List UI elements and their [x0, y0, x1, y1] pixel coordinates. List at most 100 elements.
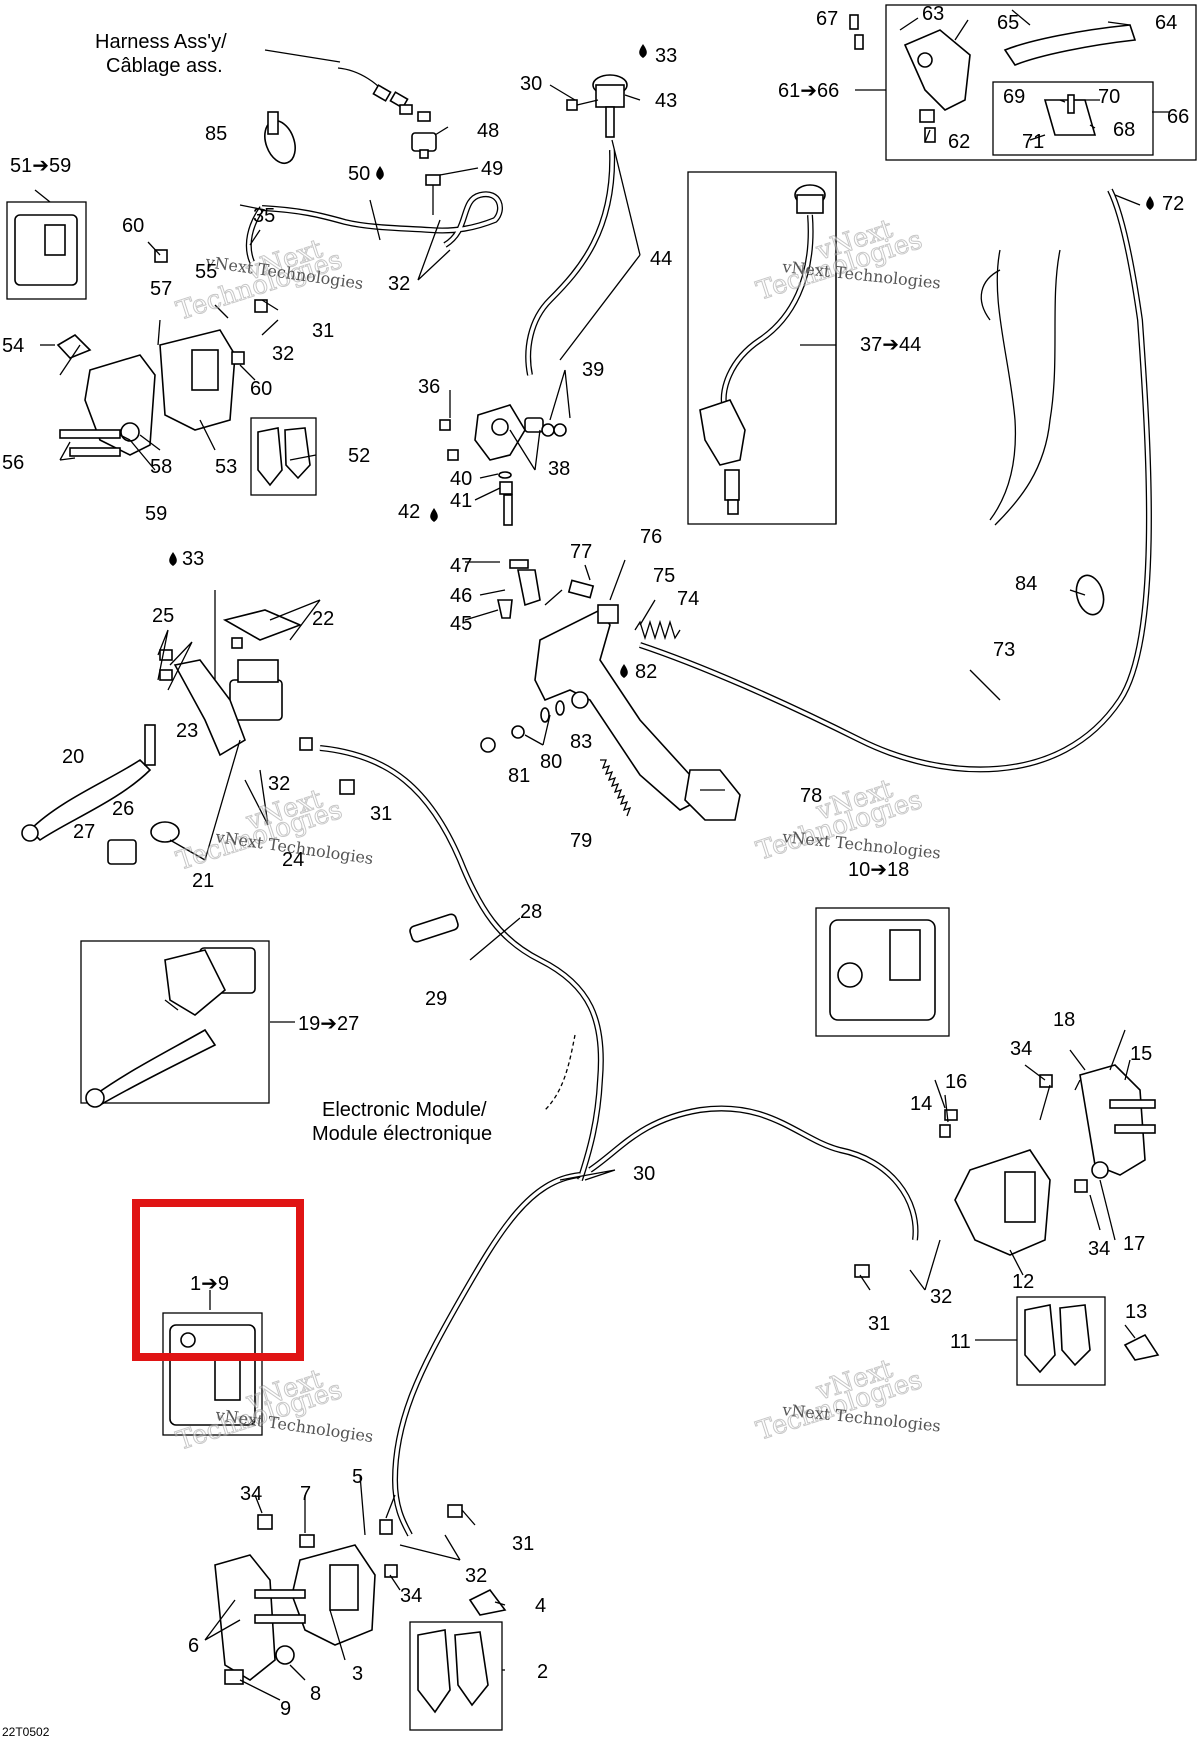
callout-28: 28	[520, 901, 542, 923]
callout-43: 43	[655, 90, 677, 112]
callout-64: 64	[1155, 12, 1177, 34]
oil-drop-icon	[620, 664, 628, 678]
callout-60-top: 60	[122, 215, 144, 237]
oil-drop-icons	[169, 44, 1154, 678]
callout-67: 67	[816, 8, 838, 30]
callout-32-lower: 32	[465, 1565, 487, 1587]
oil-drop-icon	[376, 166, 384, 180]
callout-36: 36	[418, 376, 440, 398]
callout-75: 75	[653, 565, 675, 587]
note-module-fr: Module électronique	[312, 1123, 492, 1145]
callout-12: 12	[1012, 1271, 1034, 1293]
callout-57: 57	[150, 278, 172, 300]
callout-66: 66	[1167, 106, 1189, 128]
callout-29: 29	[425, 988, 447, 1010]
callout-55: 55	[195, 261, 217, 283]
callout-3: 3	[352, 1663, 363, 1685]
callout-84: 84	[1015, 573, 1037, 595]
callout-14: 14	[910, 1093, 932, 1115]
callout-77: 77	[570, 541, 592, 563]
callout-1-9: 1➔9	[190, 1273, 229, 1295]
note-harness-en: Harness Ass'y/	[95, 31, 227, 53]
callout-30-module: 30	[633, 1163, 655, 1185]
highlight-box[interactable]	[132, 1199, 304, 1361]
callout-26: 26	[112, 798, 134, 820]
callout-69: 69	[1003, 86, 1025, 108]
callout-46: 46	[450, 585, 472, 607]
oil-drop-icon	[430, 508, 438, 522]
callout-35: 35	[253, 205, 275, 227]
callout-20: 20	[62, 746, 84, 768]
callout-63: 63	[922, 3, 944, 25]
callout-73: 73	[993, 639, 1015, 661]
callout-60-bottom: 60	[250, 378, 272, 400]
callout-53: 53	[215, 456, 237, 478]
callouts: 1➔9 2 3 4 5 6 7 8 9 10➔18 11 12 13 14 15…	[2, 3, 1189, 1720]
callout-22: 22	[312, 608, 334, 630]
callout-71: 71	[1022, 131, 1044, 153]
callout-62: 62	[948, 131, 970, 153]
callout-54: 54	[2, 335, 24, 357]
callout-45: 45	[450, 613, 472, 635]
callout-23: 23	[176, 720, 198, 742]
callout-31-upper: 31	[312, 320, 334, 342]
oil-drop-icon	[1146, 196, 1154, 210]
callout-74: 74	[677, 588, 699, 610]
callout-32-mid: 32	[268, 773, 290, 795]
callout-65: 65	[997, 12, 1019, 34]
callout-34-left-bottom: 34	[400, 1585, 422, 1607]
callout-7: 7	[300, 1483, 311, 1505]
callout-41: 41	[450, 490, 472, 512]
brake-lines	[245, 149, 1152, 1537]
callout-18: 18	[1053, 1009, 1075, 1031]
callout-32-right: 32	[930, 1286, 952, 1308]
callout-47: 47	[450, 555, 472, 577]
callout-21: 21	[192, 870, 214, 892]
components	[6, 4, 1197, 1731]
notes: Harness Ass'y/ Câblage ass. Electronic M…	[95, 31, 492, 1145]
callout-37-44: 37➔44	[860, 334, 921, 356]
note-module-en: Electronic Module/	[322, 1099, 487, 1121]
leader-lines	[34, 9, 1170, 1701]
callout-4: 4	[535, 1595, 546, 1617]
callout-13: 13	[1125, 1301, 1147, 1323]
callout-27: 27	[73, 821, 95, 843]
callout-85: 85	[205, 123, 227, 145]
callout-9: 9	[280, 1698, 291, 1720]
callout-34-right-bottom: 34	[1088, 1238, 1110, 1260]
callout-5: 5	[352, 1466, 363, 1488]
callout-38: 38	[548, 458, 570, 480]
callout-76: 76	[640, 526, 662, 548]
callout-16: 16	[945, 1071, 967, 1093]
callout-56: 56	[2, 452, 24, 474]
callout-49: 49	[481, 158, 503, 180]
callout-51-59: 51➔59	[10, 155, 71, 177]
callout-33-reservoir: 33	[655, 45, 677, 67]
callout-81: 81	[508, 765, 530, 787]
callout-2: 2	[537, 1661, 548, 1683]
callout-58: 58	[150, 456, 172, 478]
callout-61-66: 61➔66	[778, 80, 839, 102]
callout-31-lower: 31	[512, 1533, 534, 1555]
callout-8: 8	[310, 1683, 321, 1705]
callout-82: 82	[635, 661, 657, 683]
callout-48: 48	[477, 120, 499, 142]
callout-78: 78	[800, 785, 822, 807]
callout-34-right-top: 34	[1010, 1038, 1032, 1060]
callout-15: 15	[1130, 1043, 1152, 1065]
doc-reference: 22T0502	[2, 1725, 50, 1739]
callout-24: 24	[282, 849, 304, 871]
callout-33-master: 33	[182, 548, 204, 570]
callout-44: 44	[650, 248, 672, 270]
callout-52: 52	[348, 445, 370, 467]
callout-70: 70	[1098, 86, 1120, 108]
callout-30-top: 30	[520, 73, 542, 95]
oil-drop-icon	[639, 44, 647, 58]
callout-32-top: 32	[388, 273, 410, 295]
callout-42: 42	[398, 501, 420, 523]
callout-10-18: 10➔18	[848, 859, 909, 881]
callout-40: 40	[450, 468, 472, 490]
callout-17: 17	[1123, 1233, 1145, 1255]
